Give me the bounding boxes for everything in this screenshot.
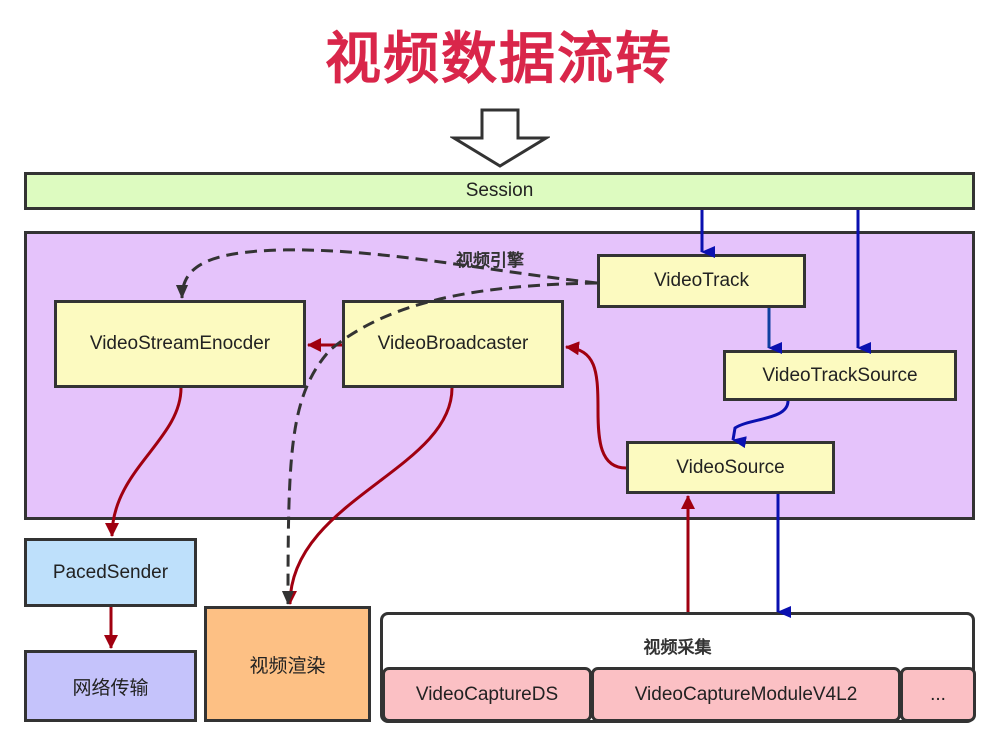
video-source-label: VideoSource [676,456,785,478]
session-label: Session [465,180,534,201]
paced-sender-label: PacedSender [52,561,169,583]
video-stream-encoder-node: VideoStreamEnocder [54,300,306,388]
video-source-node: VideoSource [626,441,835,494]
video-engine-label: 视频引擎 [456,251,524,271]
capture-item-more: ... [900,667,976,722]
session-bar: Session [24,172,975,210]
capture-item-label: VideoCaptureModuleV4L2 [634,683,858,705]
video-track-label: VideoTrack [653,270,750,291]
video-track-source-label: VideoTrackSource [762,364,918,386]
video-render-node: 视频渲染 [204,606,371,722]
video-track-node: VideoTrack [597,254,806,308]
capture-item-ds: VideoCaptureDS [382,667,592,722]
capture-item-label: ... [930,683,946,705]
hollow-down-arrow-icon [450,108,550,168]
capture-item-v4l2: VideoCaptureModuleV4L2 [591,667,901,722]
video-capture-label: 视频采集 [643,638,712,658]
paced-sender-node: PacedSender [24,538,197,607]
capture-item-label: VideoCaptureDS [415,683,559,705]
video-capture-container: 视频采集 VideoCaptureDS VideoCaptureModuleV4… [380,612,976,723]
diagram-title: 视频数据流转 [325,27,673,92]
network-transport-label: 网络传输 [72,676,149,699]
video-broadcaster-node: VideoBroadcaster [342,300,564,388]
network-transport-node: 网络传输 [24,650,197,722]
video-stream-encoder-label: VideoStreamEnocder [89,333,271,354]
video-broadcaster-label: VideoBroadcaster [377,333,529,354]
video-render-label: 视频渲染 [249,654,326,677]
video-track-source-node: VideoTrackSource [723,350,957,401]
